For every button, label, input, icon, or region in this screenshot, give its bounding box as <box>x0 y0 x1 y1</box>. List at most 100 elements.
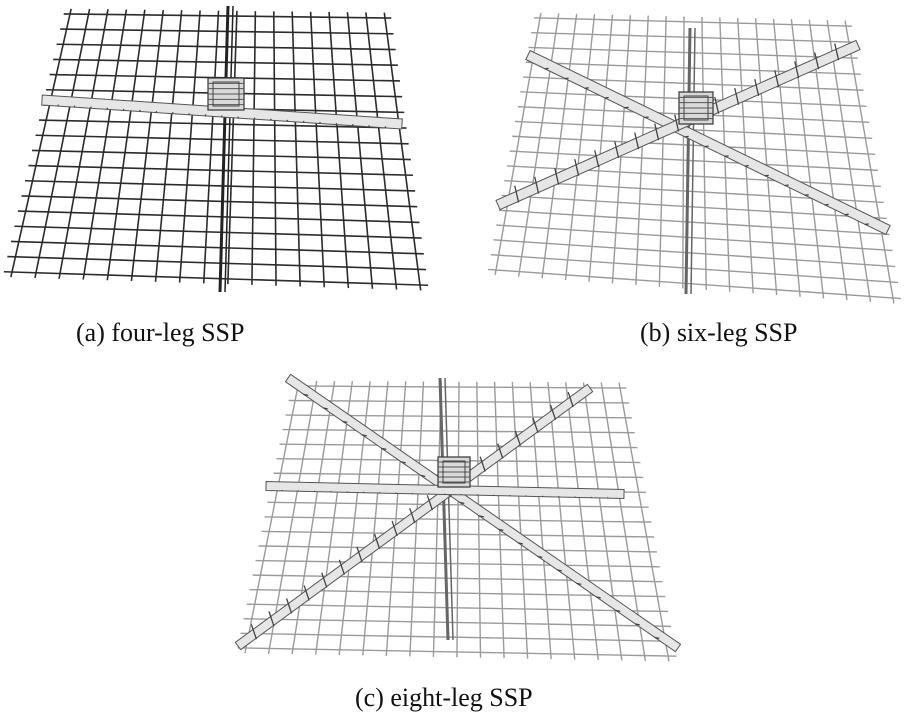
leg-pin <box>400 461 406 464</box>
mesh-bar-longitudinal <box>754 18 778 296</box>
leg-pin <box>155 110 158 113</box>
leg-pin <box>624 106 629 109</box>
leg-pin <box>204 114 207 117</box>
leg-pin <box>220 115 223 118</box>
four-leg-ssp-drawing <box>3 5 429 293</box>
mesh-bar-longitudinal <box>202 10 220 284</box>
mesh-bar-transverse <box>261 530 655 538</box>
leg-pin <box>684 135 689 138</box>
leg-pin <box>381 447 387 451</box>
mesh-bar-transverse <box>264 516 652 523</box>
panel-four-leg <box>0 0 440 310</box>
leg-pin <box>704 145 709 148</box>
mesh-bar-longitudinal <box>58 9 109 279</box>
vertical-spine <box>218 5 230 293</box>
leg-pin <box>373 533 381 550</box>
leg-beam <box>284 373 682 653</box>
leg-pin <box>634 132 640 150</box>
mesh-bar-longitudinal <box>476 381 482 658</box>
leg-pin <box>285 598 293 614</box>
leg-pin <box>139 109 141 112</box>
mesh-bar-transverse <box>39 119 407 129</box>
mesh-bar-transverse <box>7 255 427 271</box>
leg-pin <box>497 443 504 459</box>
panel-eight-leg <box>228 368 688 668</box>
mesh-bar-transverse <box>35 134 409 145</box>
mesh-bar-transverse <box>21 195 418 208</box>
mesh-bar-transverse <box>243 618 671 628</box>
mesh-bar-longitudinal <box>517 13 560 277</box>
leg-pin <box>544 67 549 70</box>
mesh-bar-transverse <box>10 240 424 255</box>
leg-pin <box>574 158 580 176</box>
mesh-bar-longitudinal <box>82 9 128 280</box>
mesh-bar-transverse <box>3 270 429 287</box>
mesh-bar-transverse <box>488 268 901 300</box>
leg-pin <box>804 194 809 196</box>
leg-pin <box>654 123 660 141</box>
mesh-bar-transverse <box>258 545 658 553</box>
mesh-bar-longitudinal <box>10 8 72 278</box>
caption-eight-leg: (c) eight-leg SSP <box>355 683 533 712</box>
mesh-bar-longitudinal <box>565 382 599 661</box>
vertical-spine <box>438 377 450 641</box>
leg-beam <box>265 480 625 500</box>
mesh-bar-longitudinal <box>790 19 825 299</box>
mesh-bar-longitudinal <box>582 382 623 661</box>
leg-pin <box>319 121 321 124</box>
leg-pin <box>253 117 256 120</box>
leg-pin <box>824 203 829 206</box>
mesh-bar-longitudinal <box>564 14 596 281</box>
mesh-bar-transverse <box>17 210 420 224</box>
leg-pin <box>644 116 649 119</box>
leg-pin <box>384 126 387 129</box>
mesh-bar-transverse <box>501 194 887 220</box>
leg-pin <box>567 391 574 408</box>
leg-pin <box>303 393 309 397</box>
leg-pin <box>356 546 363 562</box>
mesh-bar-transverse <box>490 253 899 284</box>
leg-pin <box>391 520 398 537</box>
leg-pin <box>595 596 601 599</box>
mesh-bar-transverse <box>24 179 416 192</box>
leg-pin <box>335 122 338 125</box>
cage-inner <box>212 81 240 107</box>
leg-pin <box>549 404 557 421</box>
mesh-bar-longitudinal <box>826 20 872 302</box>
mesh-bar-transverse <box>252 574 663 583</box>
leg-pin <box>784 184 789 187</box>
leg-pin <box>532 417 539 433</box>
leg-pin <box>268 611 275 627</box>
leg-pin <box>594 150 600 168</box>
leg-beam <box>41 94 403 130</box>
leg-pin <box>459 501 465 505</box>
mesh-bar-transverse <box>496 224 893 252</box>
leg-pin <box>286 119 289 122</box>
mesh-bar-longitudinal <box>541 13 578 279</box>
mesh-bar-longitudinal <box>772 18 801 297</box>
leg-pin <box>302 120 305 123</box>
mesh-bar-longitudinal <box>154 10 183 282</box>
leg-pin <box>89 106 92 109</box>
spine-rail <box>690 27 696 295</box>
spine-rail <box>444 377 454 641</box>
mesh-bar-transverse <box>509 150 879 172</box>
mesh-bar-transverse <box>498 209 890 236</box>
mesh-bar-longitudinal <box>34 8 91 279</box>
leg-pin <box>122 108 125 111</box>
vertical-spine <box>684 27 692 295</box>
mesh-bar-transverse <box>14 225 422 239</box>
leg-pin <box>514 430 522 446</box>
leg-pin <box>534 176 540 194</box>
leg-pin <box>754 78 760 96</box>
six-leg-ssp-drawing <box>488 12 901 304</box>
mesh-bar-transverse <box>246 603 669 613</box>
caption-four-leg: (a) four-leg SSP <box>76 318 245 347</box>
mesh-bar-longitudinal <box>844 20 895 304</box>
mesh-bar-transverse <box>237 647 677 657</box>
mesh-bar-transverse <box>240 632 674 642</box>
leg-pin <box>351 123 354 126</box>
mesh-bar-longitudinal <box>309 11 326 288</box>
leg-pin <box>734 87 740 105</box>
leg-pin <box>106 107 109 110</box>
